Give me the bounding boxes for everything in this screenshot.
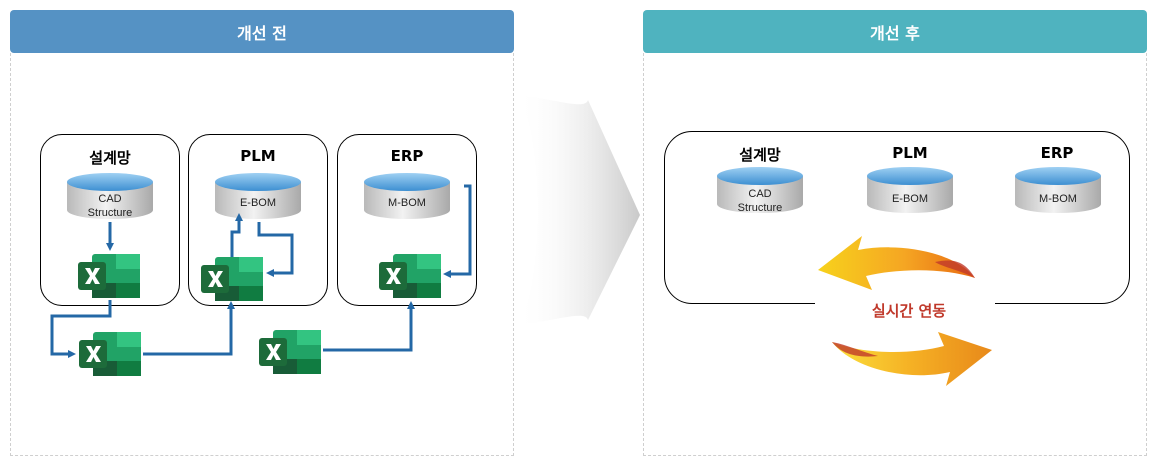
system-title-design: 설계망 [89,149,131,167]
db-label-line: E-BOM [891,193,929,205]
db-label-line: CAD [98,193,122,205]
db-label-line: Structure [737,202,783,214]
panel-before [10,53,514,456]
db-label-mbom: M-BOM [1015,192,1101,206]
db-label-line: E-BOM [239,197,277,209]
integrated-system-box [664,131,1130,304]
db-label-ebom: E-BOM [867,192,953,206]
panel-after [643,53,1147,456]
database-icon [867,167,953,213]
excel-icon [379,254,441,298]
db-label-line: M-BOM [1039,193,1077,205]
db-label-ebom: E-BOM [215,196,301,210]
excel-icon [79,332,141,376]
db-label-cad: CAD Structure [717,187,803,215]
db-label-cad: CAD Structure [67,192,153,220]
system-title-erp: ERP [1040,144,1074,162]
excel-icon [201,257,263,301]
db-label-line: Structure [87,207,133,219]
excel-icon [78,254,140,298]
excel-icon [259,330,321,374]
header-before: 개선 전 [10,10,514,53]
database-icon [1015,167,1101,213]
system-title-design: 설계망 [739,146,781,164]
realtime-sync-label: 실시간 연동 [850,300,968,321]
db-label-line: CAD [748,188,772,200]
db-label-mbom: M-BOM [364,196,450,210]
header-after: 개선 후 [643,10,1147,53]
database-icon [67,173,153,219]
system-title-erp: ERP [390,147,424,165]
database-icon [364,173,450,219]
database-icon [215,173,301,219]
db-label-line: M-BOM [388,197,426,209]
database-icon [717,167,803,213]
system-title-plm: PLM [240,147,276,165]
system-title-plm: PLM [892,144,928,162]
flow-arrows [50,184,472,358]
